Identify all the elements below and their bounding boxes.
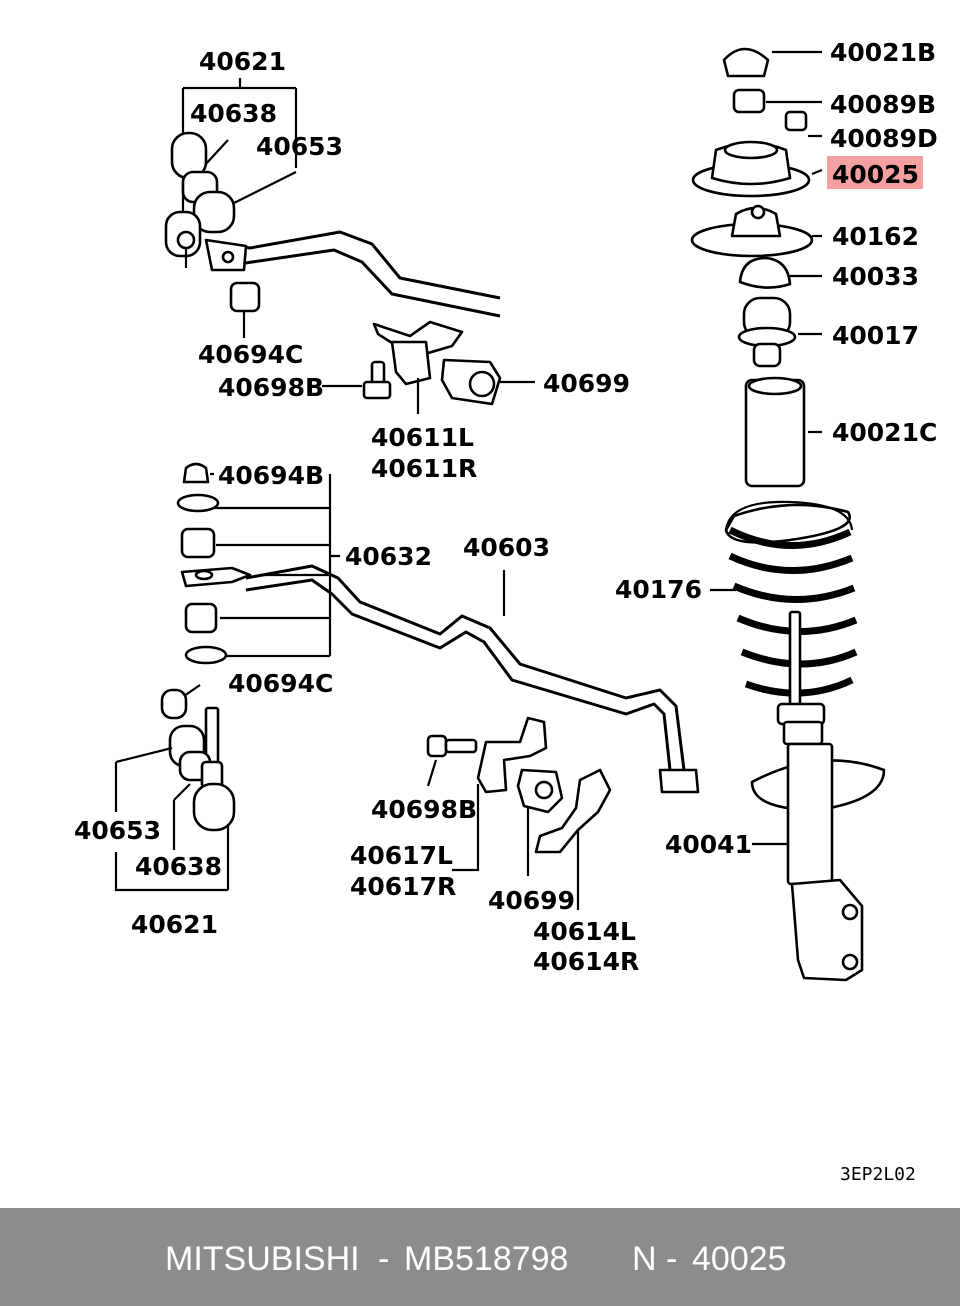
bracket-40611 <box>372 320 464 414</box>
label-40033[interactable]: 40033 <box>832 262 919 291</box>
label-40041[interactable]: 40041 <box>665 830 752 859</box>
n-label: N <box>632 1240 657 1278</box>
bolt-40698B-top <box>322 360 392 400</box>
label-40162[interactable]: 40162 <box>832 222 919 251</box>
label-40089B[interactable]: 40089B <box>830 90 936 119</box>
label-40653-top[interactable]: 40653 <box>256 132 343 161</box>
label-40698B-top[interactable]: 40698B <box>218 373 324 402</box>
label-40694B[interactable]: 40694B <box>218 461 324 490</box>
bushing-40699-bottom <box>516 768 564 876</box>
stabilizer-bar-upper <box>204 230 501 318</box>
label-40611R[interactable]: 40611R <box>371 454 477 483</box>
label-40698B-bottom[interactable]: 40698B <box>371 795 477 824</box>
bolt-40698B-bottom <box>426 734 478 787</box>
label-40699-bottom[interactable]: 40699 <box>488 886 575 915</box>
label-40621-top[interactable]: 40621 <box>199 47 286 76</box>
cap-40021B <box>722 47 822 78</box>
label-40638-top[interactable]: 40638 <box>190 99 277 128</box>
strut-40041 <box>750 610 886 982</box>
label-40614L[interactable]: 40614L <box>533 917 636 946</box>
label-40694C-bottom[interactable]: 40694C <box>228 669 333 698</box>
bracket-40614 <box>534 768 612 910</box>
label-40617L[interactable]: 40617L <box>350 841 453 870</box>
brand-name: MITSUBISHI <box>165 1240 360 1278</box>
label-40021C[interactable]: 40021C <box>832 418 937 447</box>
label-40632[interactable]: 40632 <box>345 542 432 571</box>
separator-2: - <box>666 1240 678 1278</box>
stabilizer-bar-lower <box>245 564 700 794</box>
label-40611L[interactable]: 40611L <box>371 423 474 452</box>
label-40017[interactable]: 40017 <box>832 321 919 350</box>
stabilizer-link-bottom <box>114 684 236 892</box>
label-40025[interactable]: 40025 <box>832 160 919 189</box>
spring-40176 <box>710 500 858 697</box>
label-40176[interactable]: 40176 <box>615 575 702 604</box>
separator-1: - <box>378 1240 390 1278</box>
nut-40694C-top <box>229 281 261 338</box>
label-40614R[interactable]: 40614R <box>533 947 639 976</box>
parts-diagram: 40621 40638 40653 40694C 40698B 40611L 4… <box>74 38 938 1185</box>
link-parts-40632 <box>176 462 340 665</box>
highlight-40025 <box>827 156 923 189</box>
drawing-code: 3EP2L02 <box>840 1164 916 1185</box>
label-40653-bottom[interactable]: 40653 <box>74 816 161 845</box>
label-40089D[interactable]: 40089D <box>830 124 938 153</box>
bracket-40617 <box>452 716 548 872</box>
label-40621-bottom[interactable]: 40621 <box>131 910 218 939</box>
stabilizer-link-top <box>164 78 298 268</box>
part-info-bar: MITSUBISHI - MB518798 N - 40025 <box>0 1208 960 1306</box>
bushing-40699-top <box>440 358 535 406</box>
part-number: MB518798 <box>404 1240 569 1278</box>
seat-40162 <box>690 204 822 258</box>
nut-40089D <box>784 110 822 138</box>
bearing-40033 <box>738 256 822 289</box>
label-40694C-top[interactable]: 40694C <box>198 340 303 369</box>
boot-40021C <box>744 376 822 488</box>
label-40638-bottom[interactable]: 40638 <box>135 852 222 881</box>
bumper-40017 <box>737 296 822 368</box>
nut-40089B <box>732 88 822 114</box>
label-40021B[interactable]: 40021B <box>830 38 936 67</box>
label-40603[interactable]: 40603 <box>463 533 550 562</box>
n-value: 40025 <box>692 1240 787 1278</box>
label-40617R[interactable]: 40617R <box>350 872 456 901</box>
label-40699-top[interactable]: 40699 <box>543 369 630 398</box>
mount-40025 <box>691 140 823 198</box>
